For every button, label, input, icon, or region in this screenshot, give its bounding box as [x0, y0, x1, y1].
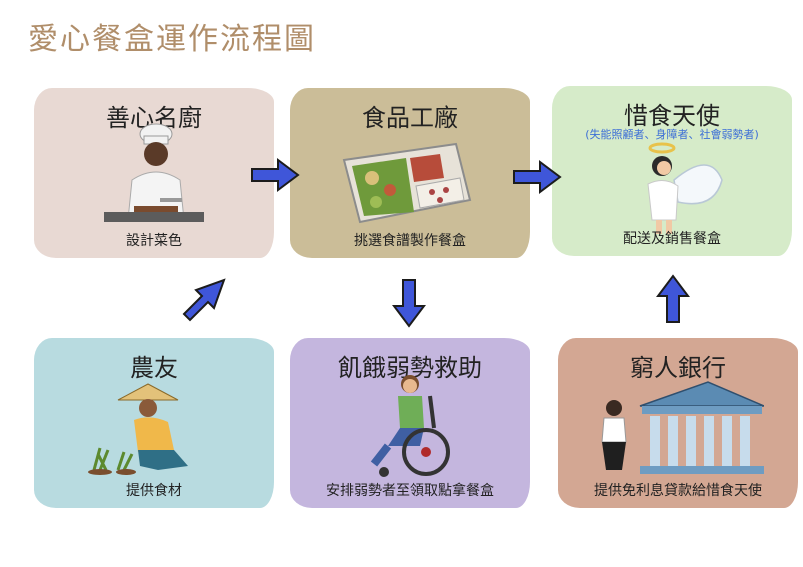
arrow-farmer-to-chef [182, 278, 226, 322]
card-bank-heading: 窮人銀行 [630, 354, 726, 382]
card-factory-heading: 食品工廠 [362, 104, 458, 132]
arrow-chef-to-factory [251, 158, 300, 192]
card-farmer-heading: 農友 [130, 354, 178, 382]
chef-illustration [104, 123, 204, 222]
card-farmer-caption: 提供食材 [126, 483, 182, 499]
card-angel: 惜食天使 (失能照顧者、身障者、社會弱勢者) 配送及銷售餐盒 [552, 86, 792, 256]
card-chef-caption: 設計菜色 [126, 233, 182, 249]
card-chef: 善心名廚 設計菜色 [34, 88, 274, 258]
angel-illustration [647, 142, 723, 234]
card-factory: 食品工廠 挑選食譜製作餐盒 [290, 88, 530, 258]
card-angel-heading: 惜食天使 [624, 102, 720, 130]
card-farmer: 農友 提供食材 [34, 338, 274, 508]
card-factory-caption: 挑選食譜製作餐盒 [354, 233, 466, 249]
farmer-illustration [88, 383, 188, 475]
card-bank: 窮人銀行 提供免利息貸款給惜食天使 [558, 338, 798, 508]
card-aid: 飢餓弱勢救助 安排弱勢者至領取點拿餐盒 [290, 338, 530, 508]
arrow-factory-to-angel [513, 160, 562, 194]
arrow-factory-to-aid [392, 279, 426, 328]
arrow-bank-to-angel [656, 274, 690, 323]
card-bank-caption: 提供免利息貸款給惜食天使 [594, 483, 762, 499]
bank-illustration [601, 381, 764, 474]
page-title: 愛心餐盒運作流程圖 [28, 22, 316, 57]
wheelchair-illustration [370, 375, 450, 477]
meal-box-illustration [342, 142, 472, 224]
card-angel-caption: 配送及銷售餐盒 [623, 231, 721, 247]
card-angel-subheading: (失能照顧者、身障者、社會弱勢者) [585, 128, 759, 141]
card-aid-caption: 安排弱勢者至領取點拿餐盒 [326, 483, 494, 499]
